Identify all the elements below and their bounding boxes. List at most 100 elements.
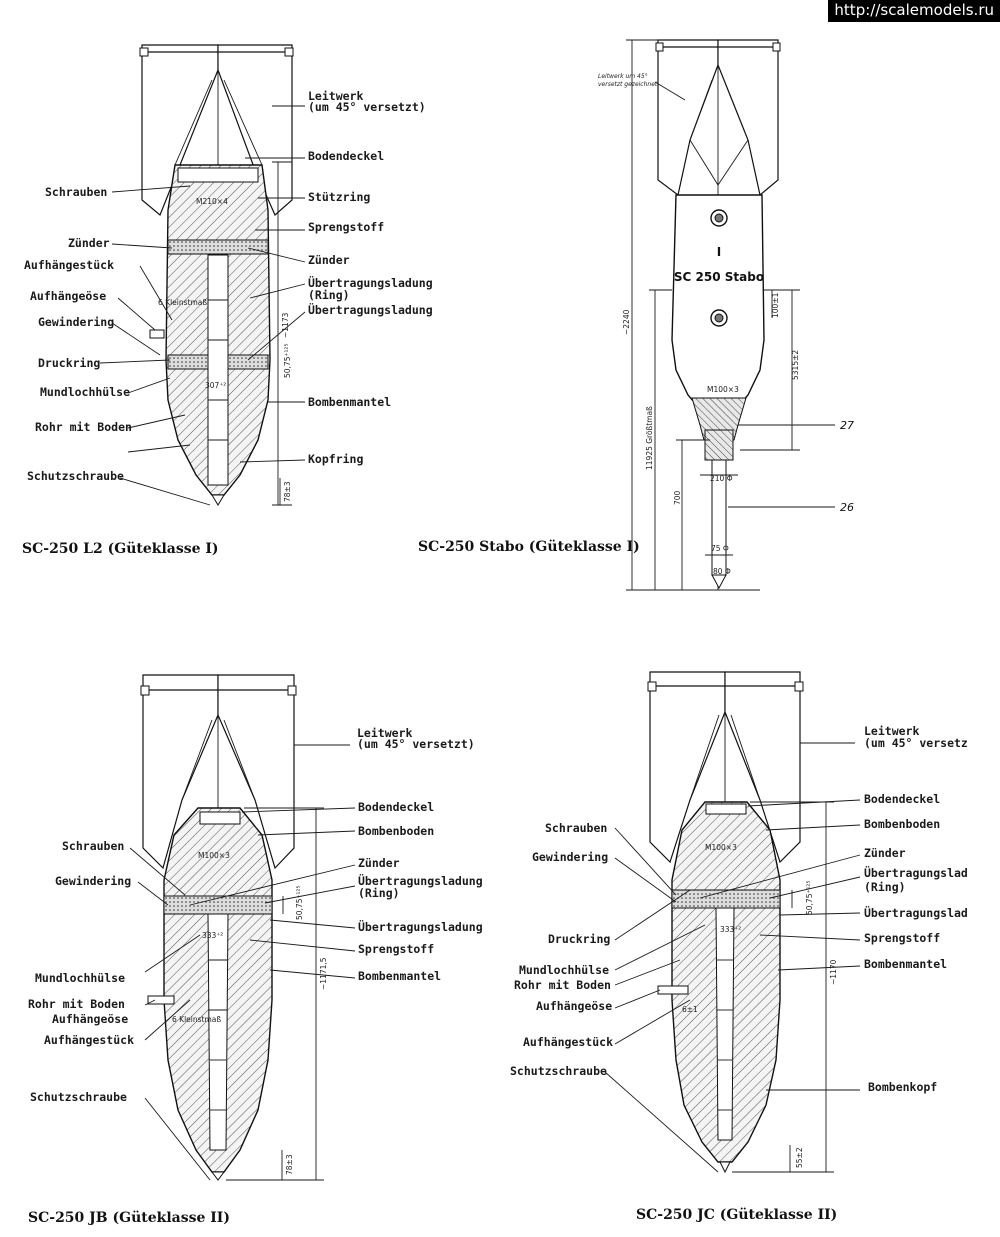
jb-dim-kleinstmass: 6 Kleinstmaß: [172, 1015, 221, 1024]
stabo-note-line1: Leitwerk um 45°: [598, 73, 648, 80]
jb-label-zuender: Zünder: [358, 856, 400, 870]
jc-label-bombenkopf: Bombenkopf: [868, 1080, 937, 1094]
jb-caption: SC-250 JB (Güteklasse II): [28, 1210, 230, 1226]
jb-label-leitwerk: Leitwerk: [357, 726, 412, 740]
l2-dim-kleinstmass: 6 Kleinstmaß: [158, 298, 207, 307]
jc-label-zuender: Zünder: [864, 846, 906, 860]
l2-label-rohr: Rohr mit Boden: [35, 420, 132, 434]
jb-label-aufhaengeoese: Aufhängeöse: [52, 1012, 128, 1026]
jc-dim-m100: M100×3: [705, 843, 737, 852]
l2-label-uebertragung-ring: Übertragungsladung: [308, 275, 433, 290]
l2-label-zuender-right: Zünder: [308, 253, 350, 267]
stabo-caption: SC-250 Stabo (Güteklasse I): [418, 539, 640, 555]
l2-dim-5075: 50,75⁺¹²⁵: [283, 344, 292, 378]
l2-label-zuender-left: Zünder: [68, 236, 110, 250]
stabo-dim-210: 210 Φ: [710, 474, 733, 483]
l2-caption: SC-250 L2 (Güteklasse I): [22, 541, 219, 557]
jc-label-aufhaengestueck: Aufhängestück: [523, 1035, 613, 1049]
l2-label-stuetzring: Stützring: [308, 190, 370, 204]
l2-label-druckring: Druckring: [38, 356, 100, 370]
stabo-dim-m100: M100×3: [707, 385, 739, 394]
jc-label-uebertragung-ring: Übertragungslad: [864, 865, 968, 880]
jc-dim-55: 55±2: [795, 1147, 804, 1168]
jc-label-schutzschraube: Schutzschraube: [510, 1064, 607, 1078]
jb-label-sprengstoff: Sprengstoff: [358, 942, 434, 956]
l2-dim-78: 78±3: [283, 481, 292, 502]
jb-dim-333: 333⁺²: [202, 931, 223, 940]
jc-caption: SC-250 JC (Güteklasse II): [636, 1207, 837, 1223]
l2-label-gewindering: Gewindering: [38, 315, 114, 329]
jc-label-mundlochhuelse: Mundlochhülse: [519, 963, 609, 977]
jb-dim-5075: 50,75⁺¹²⁵: [295, 886, 304, 920]
jb-label-bombenmantel: Bombenmantel: [358, 969, 441, 983]
l2-label-aufhaengeoese: Aufhängeöse: [30, 289, 106, 303]
jc-label-leitwerk: Leitwerk: [864, 724, 919, 738]
jc-label-druckring: Druckring: [548, 932, 610, 946]
diagram-sc250-stabo: I SC 250 Stabo M100×3 210 Φ 75 Φ 80 Φ Le…: [418, 39, 854, 591]
jb-label-schutzschraube: Schutzschraube: [30, 1090, 127, 1104]
stabo-ref-27: 27: [840, 419, 854, 432]
jc-dim-6: 6±1: [682, 1005, 698, 1014]
jc-label-uebertragung: Übertragungslad: [864, 905, 968, 920]
stabo-dim-100: 100±1: [771, 292, 780, 318]
jb-dim-11715: ~1171,5: [319, 957, 328, 990]
jb-label-uebertragung-ring: Übertragungsladung: [358, 873, 483, 888]
jc-dim-5075: 50,75⁺¹²⁵: [805, 881, 814, 915]
l2-label-kopfring: Kopfring: [308, 452, 363, 466]
l2-label-aufhaengestueck: Aufhängestück: [24, 258, 114, 272]
l2-label-bodendeckel: Bodendeckel: [308, 149, 384, 163]
jb-label-aufhaengestueck: Aufhängestück: [44, 1033, 134, 1047]
l2-dim-307: 307⁺²: [205, 381, 226, 390]
jc-label-rohr: Rohr mit Boden: [514, 978, 611, 992]
jc-label-gewindering: Gewindering: [532, 850, 608, 864]
jc-label-schrauben: Schrauben: [545, 821, 607, 835]
stabo-tail-fin-left: [657, 39, 719, 197]
jb-label-leitwerk-sub: (um 45° versetzt): [357, 737, 475, 751]
stabo-dim-75: 75 Φ: [711, 544, 729, 553]
jc-label-bodendeckel: Bodendeckel: [864, 792, 940, 806]
jc-label-aufhaengeoese: Aufhängeöse: [536, 999, 612, 1013]
jb-label-schrauben: Schrauben: [62, 839, 124, 853]
jc-label-ring: (Ring): [864, 880, 906, 894]
jb-label-uebertragung: Übertragungsladung: [358, 919, 483, 934]
l2-label-mundlochhuelse: Mundlochhülse: [40, 385, 130, 399]
source-watermark: http://scalemodels.ru: [828, 0, 1000, 22]
stabo-bomb-body: [671, 194, 765, 411]
jb-label-rohr: Rohr mit Boden: [28, 997, 125, 1011]
diagram-sc250-l2: M210×4 6 Kleinstmaß 307⁺² ~1173 50,75⁺¹²…: [22, 44, 433, 557]
stabo-dim-5315: 5315±2: [791, 350, 800, 380]
jb-dim-78: 78±3: [285, 1154, 294, 1175]
l2-label-leitwerk: Leitwerk: [308, 89, 363, 103]
l2-label-ring: (Ring): [308, 288, 350, 302]
jb-label-ring: (Ring): [358, 886, 400, 900]
jc-dim-1170: ~1170: [829, 959, 838, 985]
jc-dim-333: 333⁺²: [720, 925, 741, 934]
stabo-ref-26: 26: [840, 501, 854, 514]
l2-dim-m210: M210×4: [196, 197, 228, 206]
jc-label-sprengstoff: Sprengstoff: [864, 931, 940, 945]
jc-label-bombenmantel: Bombenmantel: [864, 957, 947, 971]
stabo-dim-700: 700: [673, 490, 682, 505]
l2-label-leitwerk-sub: (um 45° versetzt): [308, 100, 426, 114]
diagram-sc250-jb: M100×3 333⁺² 6 Kleinstmaß ~1171,5 50,75⁺…: [28, 674, 483, 1226]
jb-label-mundlochhuelse: Mundlochhülse: [35, 971, 125, 985]
jb-label-bodendeckel: Bodendeckel: [358, 800, 434, 814]
stabo-note-line2: versetzt gezeichnet: [598, 81, 658, 88]
diagram-sc250-jc: M100×3 333⁺² 6±1 ~1170 50,75⁺¹²⁵ 55±2 Le…: [510, 671, 968, 1223]
jb-label-bombenboden: Bombenboden: [358, 824, 434, 838]
jc-label-leitwerk-sub: (um 45° versetz: [864, 736, 968, 750]
l2-label-uebertragung: Übertragungsladung: [308, 302, 433, 317]
stabo-stencil-mark: I: [717, 245, 721, 259]
l2-label-schutzschraube: Schutzschraube: [27, 469, 124, 483]
l2-label-bombenmantel: Bombenmantel: [308, 395, 391, 409]
jb-dim-m100: M100×3: [198, 851, 230, 860]
stabo-dim-80: 80 Φ: [713, 567, 731, 576]
stabo-dim-11925: 11925 Größtmaß: [645, 406, 654, 470]
l2-dim-1173: ~1173: [281, 312, 290, 338]
stabo-stencil-text: SC 250 Stabo: [674, 270, 764, 284]
jb-label-gewindering: Gewindering: [55, 874, 131, 888]
stabo-dim-2240: ~2240: [622, 309, 631, 335]
l2-label-sprengstoff: Sprengstoff: [308, 220, 384, 234]
jc-label-bombenboden: Bombenboden: [864, 817, 940, 831]
